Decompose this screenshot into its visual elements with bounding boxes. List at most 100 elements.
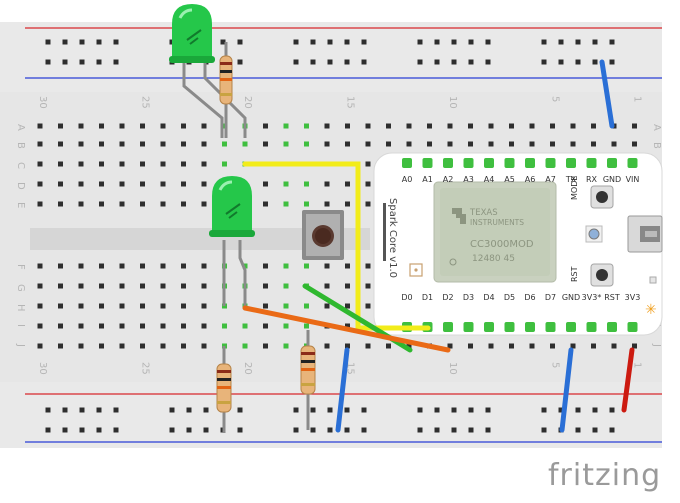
rail-hole bbox=[485, 59, 491, 65]
hole bbox=[58, 323, 63, 329]
hole bbox=[283, 343, 289, 349]
rail-hole bbox=[45, 59, 51, 65]
wire-blue-top bbox=[599, 59, 615, 129]
hole bbox=[406, 123, 412, 129]
rail-hole bbox=[310, 39, 316, 45]
hole bbox=[304, 303, 309, 309]
hole bbox=[365, 303, 371, 309]
hole bbox=[611, 343, 617, 349]
hole bbox=[37, 181, 43, 187]
hole bbox=[427, 141, 432, 147]
hole bbox=[58, 201, 63, 207]
hole bbox=[304, 141, 309, 147]
rail-hole bbox=[45, 407, 51, 413]
mode-label: MODE bbox=[570, 176, 579, 200]
pin-label: A2 bbox=[443, 175, 454, 184]
hole bbox=[37, 161, 43, 167]
hole bbox=[611, 141, 617, 147]
rail-hole bbox=[541, 407, 547, 413]
rail-hole bbox=[541, 427, 547, 433]
hole bbox=[99, 123, 104, 129]
hole bbox=[160, 161, 166, 167]
rail-hole bbox=[485, 39, 491, 45]
hole bbox=[201, 343, 207, 349]
board-pin bbox=[627, 322, 638, 332]
rst-label: RST bbox=[570, 266, 579, 282]
pin-label: D0 bbox=[401, 293, 412, 302]
column-number: 25 bbox=[140, 96, 151, 109]
pin-label: A4 bbox=[484, 175, 495, 184]
board-pin bbox=[463, 322, 474, 332]
hole bbox=[263, 181, 268, 187]
led-bottom bbox=[209, 176, 255, 237]
hole bbox=[283, 123, 289, 129]
hole bbox=[99, 181, 104, 187]
board-pin bbox=[607, 322, 617, 332]
pin-label: RST bbox=[604, 293, 620, 302]
hole bbox=[632, 141, 637, 147]
board-pin bbox=[402, 158, 412, 168]
pin-label: D1 bbox=[422, 293, 433, 302]
hole bbox=[140, 343, 145, 349]
hole bbox=[37, 303, 43, 309]
hole bbox=[263, 303, 268, 309]
pin-label: D6 bbox=[524, 293, 535, 302]
hole bbox=[99, 141, 104, 147]
rail-hole bbox=[541, 59, 547, 65]
hole bbox=[160, 303, 166, 309]
rail-hole bbox=[592, 59, 598, 65]
hole bbox=[488, 123, 494, 129]
board-pin bbox=[586, 158, 597, 168]
board-pin bbox=[504, 158, 515, 168]
hole bbox=[58, 161, 63, 167]
hole bbox=[201, 141, 207, 147]
hole bbox=[78, 283, 84, 289]
hole bbox=[386, 123, 391, 129]
pin-label: VIN bbox=[626, 175, 640, 184]
row-letter: I bbox=[15, 324, 26, 327]
hole bbox=[181, 303, 186, 309]
board-pin bbox=[607, 158, 617, 168]
hole bbox=[324, 343, 330, 349]
hole bbox=[324, 123, 330, 129]
column-number: 1 bbox=[632, 96, 643, 102]
hole bbox=[406, 343, 412, 349]
hole bbox=[78, 201, 84, 207]
board-pin bbox=[484, 322, 494, 332]
chip-maker-line2: INSTRUMENTS bbox=[470, 218, 524, 227]
hole bbox=[181, 181, 186, 187]
hole bbox=[201, 123, 207, 129]
hole bbox=[160, 343, 166, 349]
pin-label: A6 bbox=[525, 175, 536, 184]
hole bbox=[242, 343, 248, 349]
column-number: 20 bbox=[242, 362, 253, 375]
rail-hole bbox=[558, 407, 564, 413]
rail-hole bbox=[186, 407, 192, 413]
pin-label: 3V3 bbox=[625, 293, 641, 302]
resistor-top bbox=[219, 42, 233, 138]
rail-hole bbox=[344, 39, 350, 45]
rail-hole bbox=[327, 427, 333, 433]
column-number: 30 bbox=[37, 96, 48, 109]
hole bbox=[181, 123, 186, 129]
board-pin bbox=[586, 322, 597, 332]
hole bbox=[529, 343, 535, 349]
rail-hole bbox=[327, 39, 333, 45]
rail-hole bbox=[62, 39, 68, 45]
hole bbox=[160, 263, 166, 269]
board-pin bbox=[484, 158, 494, 168]
rail-hole bbox=[169, 427, 175, 433]
rail-hole bbox=[575, 427, 581, 433]
row-letter: H bbox=[15, 304, 26, 312]
hole bbox=[365, 123, 371, 129]
hole bbox=[468, 343, 473, 349]
pushbutton[interactable] bbox=[302, 210, 344, 260]
hole bbox=[365, 141, 371, 147]
hole bbox=[365, 201, 371, 207]
hole bbox=[263, 201, 268, 207]
column-number: 30 bbox=[37, 362, 48, 375]
rail-hole bbox=[344, 59, 350, 65]
rail-hole bbox=[79, 427, 85, 433]
hole bbox=[365, 181, 371, 187]
rail-hole bbox=[113, 427, 119, 433]
